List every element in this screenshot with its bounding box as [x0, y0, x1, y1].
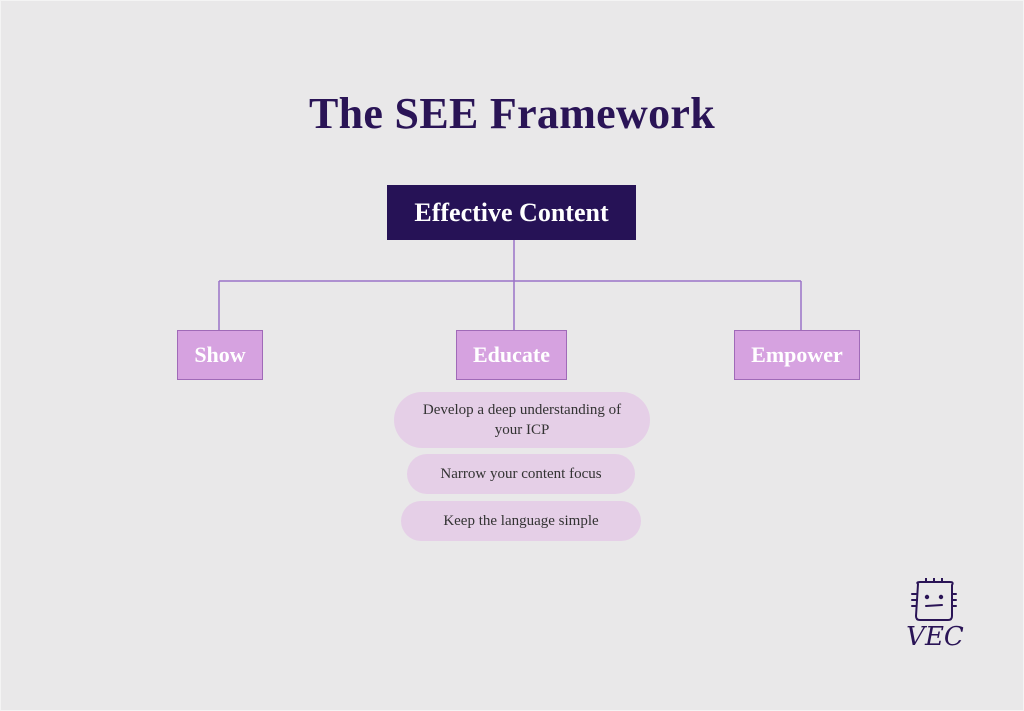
- root-node-effective-content: Effective Content: [387, 185, 636, 240]
- node-empower: Empower: [734, 330, 860, 380]
- educate-point-language: Keep the language simple: [401, 501, 641, 541]
- node-show: Show: [177, 330, 263, 380]
- logo-text: VEC: [906, 622, 964, 652]
- diagram-title: The SEE Framework: [309, 89, 715, 138]
- educate-point-icp: Develop a deep understanding of your ICP: [394, 392, 650, 448]
- educate-point-focus: Narrow your content focus: [407, 454, 635, 494]
- node-educate: Educate: [456, 330, 567, 380]
- vec-logo: VEC: [904, 577, 966, 658]
- robot-face-icon: [911, 577, 957, 621]
